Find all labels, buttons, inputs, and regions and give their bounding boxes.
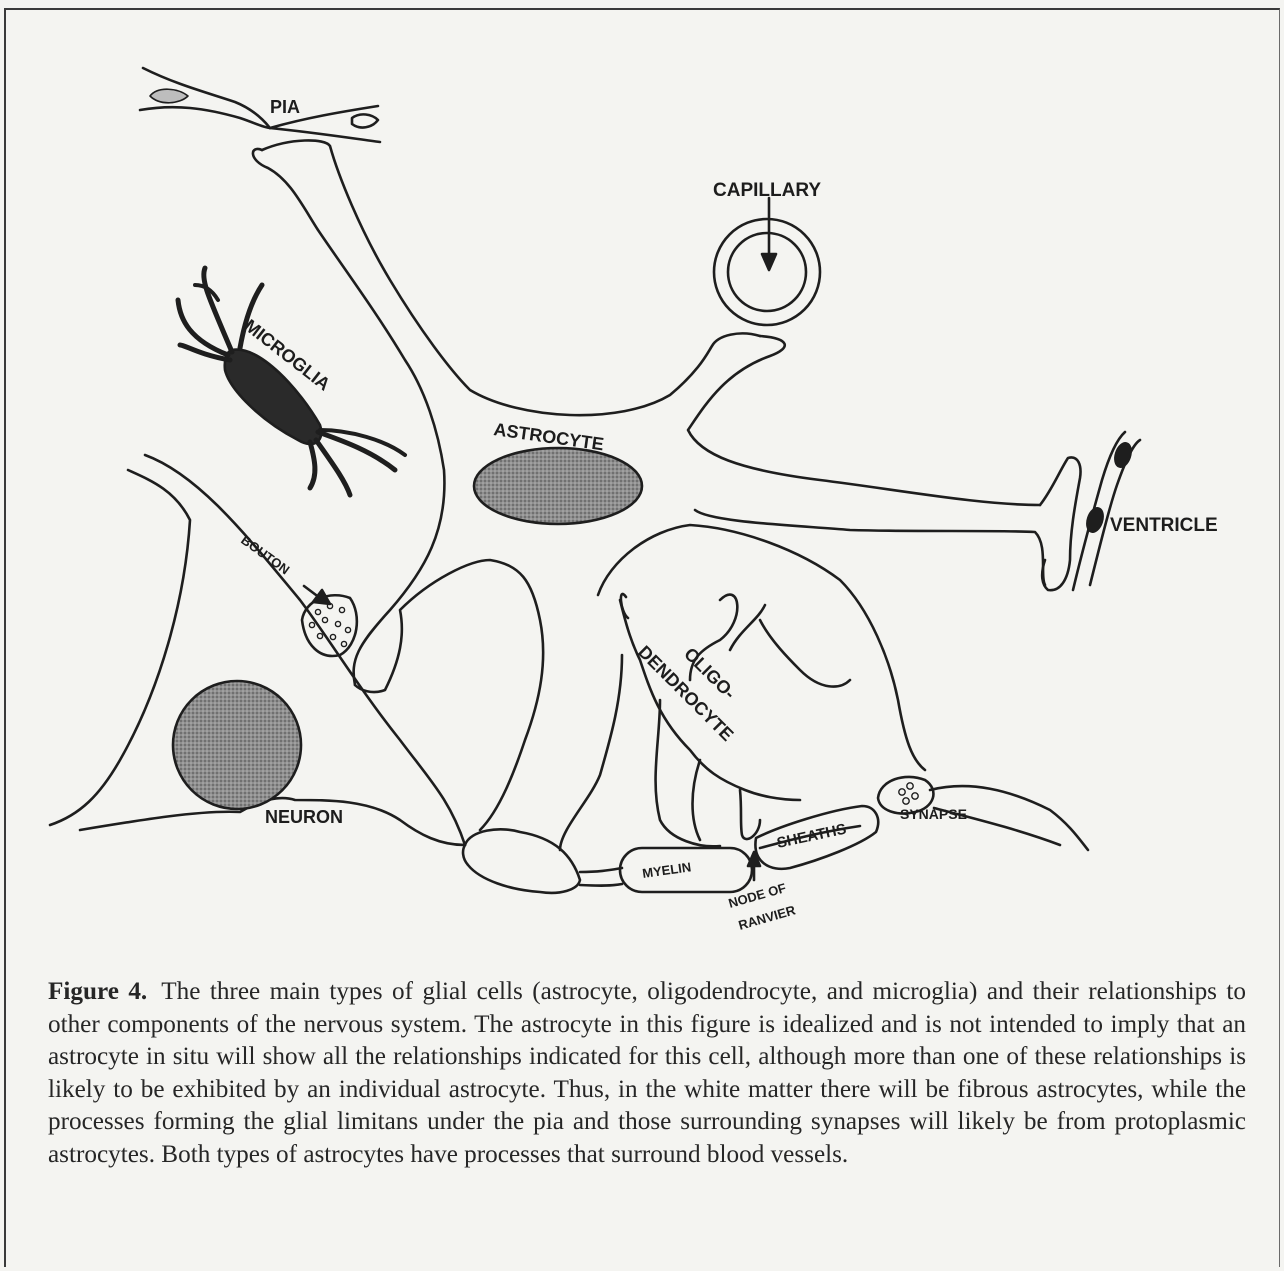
label-ranvier: RANVIER — [737, 902, 798, 933]
astrocyte-cell-outline — [253, 140, 1045, 830]
caption-label: Figure 4. — [48, 978, 147, 1005]
capillary — [714, 219, 820, 325]
figure-caption: Figure 4.The three main types of glial c… — [48, 976, 1246, 1171]
oligodendrocyte-outline — [560, 525, 925, 850]
label-pia: PIA — [270, 97, 300, 117]
astrocyte-nucleus — [474, 448, 642, 524]
pia-cell-nucleus — [150, 89, 188, 103]
glial-cells-diagram: PIA CAPILLARY MICROGLIA ASTROCYTE VENTRI… — [0, 0, 1284, 960]
neuron-nucleus — [173, 681, 301, 809]
label-ventricle: VENTRICLE — [1110, 515, 1218, 536]
ventricle-wall — [1040, 432, 1140, 590]
caption-text: The three main types of glial cells (ast… — [48, 978, 1246, 1168]
label-myelin: MYELIN — [641, 859, 692, 881]
neuron-outline — [50, 455, 580, 893]
label-synapse: SYNAPSE — [900, 806, 967, 822]
label-bouton: BOUTON — [238, 532, 292, 577]
pia-membrane — [140, 68, 380, 142]
label-neuron: NEURON — [265, 807, 343, 827]
microglia — [178, 268, 405, 495]
label-capillary: CAPILLARY — [713, 180, 821, 201]
